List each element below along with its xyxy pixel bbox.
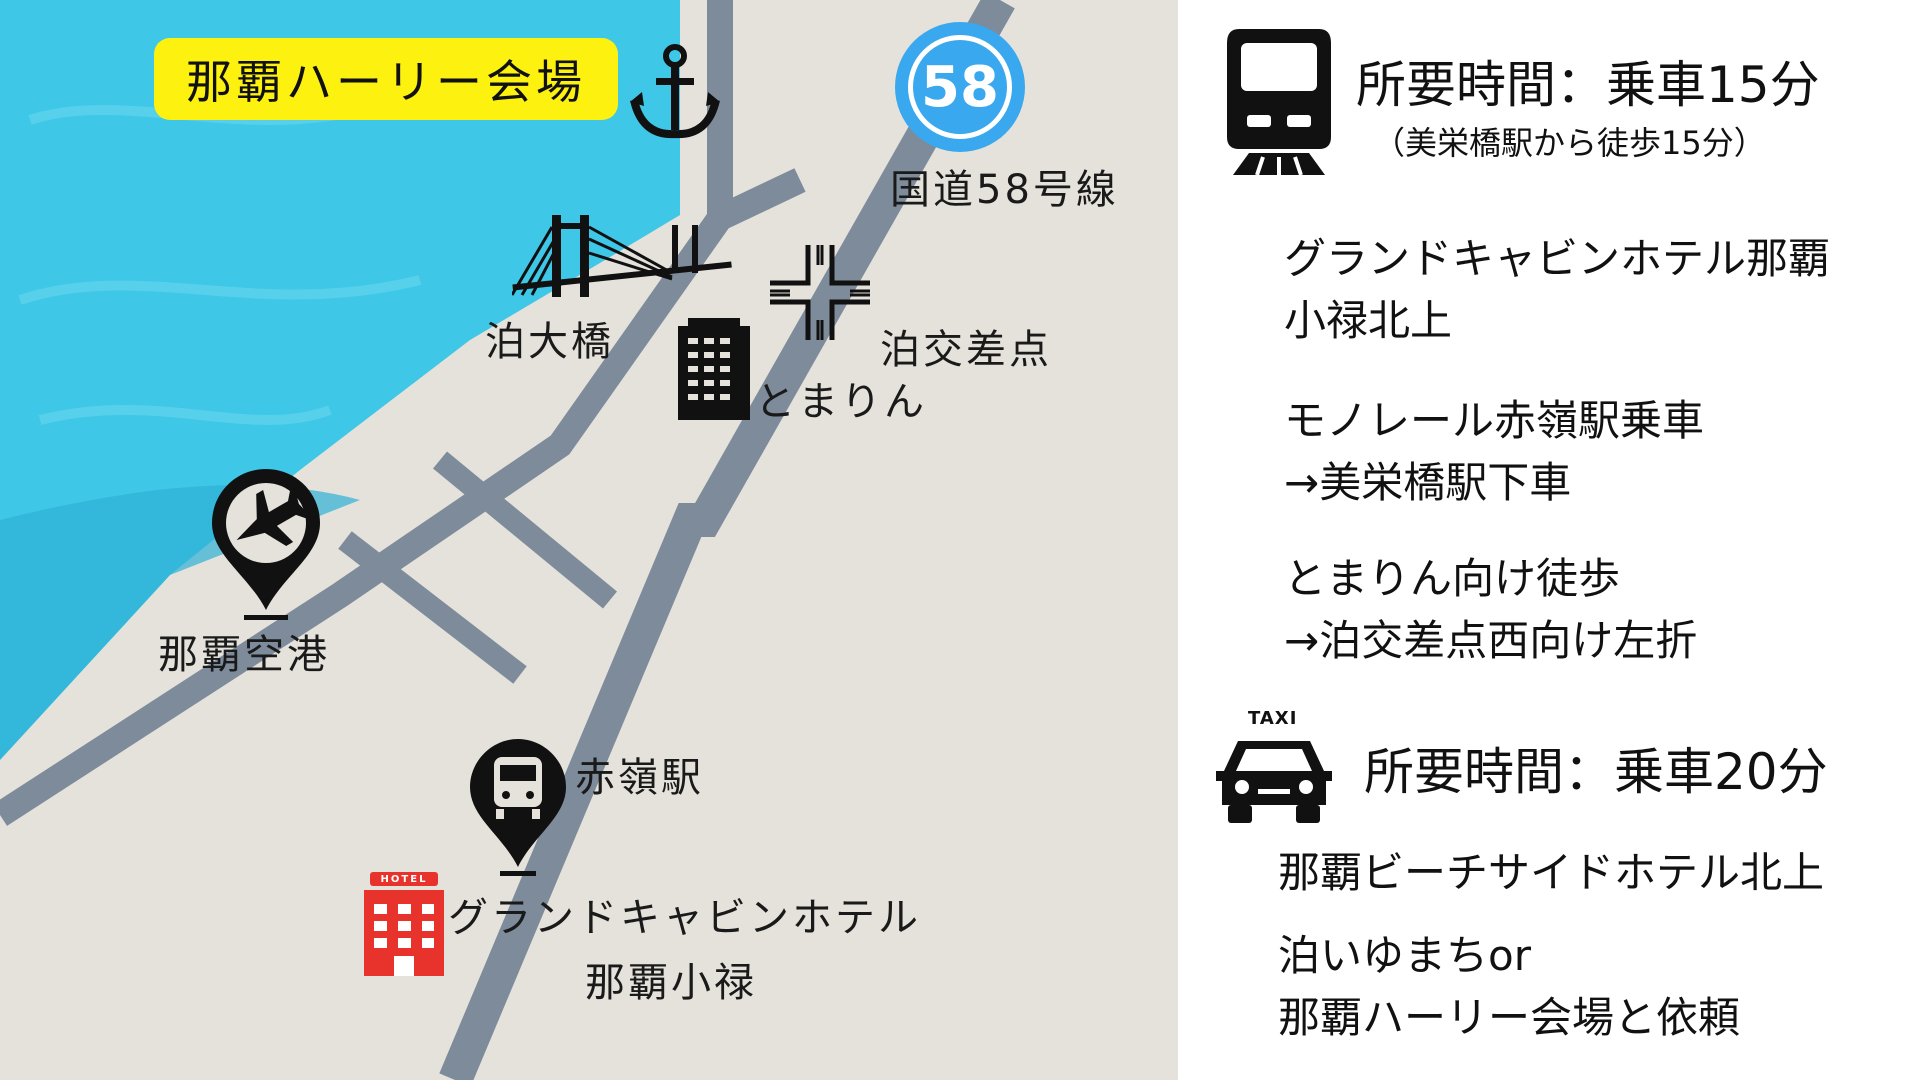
train-icon: [1227, 29, 1331, 175]
anchor-icon: [630, 44, 720, 139]
station-label: 赤嶺駅: [575, 755, 704, 801]
venue-badge: 那覇ハーリー会場: [154, 38, 618, 120]
hotel-sign-text: HOTEL: [380, 873, 428, 885]
route-58-icon: 58: [895, 22, 1025, 152]
road-network: [0, 0, 1015, 1080]
step-line: 那覇ビーチサイドホテル北上: [1278, 848, 1825, 897]
intersection-icon: [770, 245, 870, 340]
monorail-time: 所要時間：乗車15分: [1356, 56, 1820, 114]
map-base: [0, 0, 1015, 1080]
step-line: 小禄北上: [1284, 296, 1453, 345]
road-coastal: [0, 168, 806, 826]
airplane-pin-icon: [212, 469, 320, 620]
taxi-step-2: 泊いゆまちor 那覇ハーリー会場と依頼: [1278, 925, 1740, 1049]
monorail-note: （美栄橋駅から徒歩15分）: [1373, 124, 1766, 162]
step-line: →美栄橋駅下車: [1284, 458, 1572, 507]
taxi-sign: TAXI: [1248, 708, 1298, 729]
route-label: 国道58号線: [890, 167, 1119, 213]
hotel-building: [364, 890, 444, 976]
bridge-label: 泊大橋: [485, 319, 614, 365]
road-link-2: [433, 451, 617, 609]
road-route-58: [439, 0, 1015, 1080]
tomarin-label: とまりん: [755, 379, 927, 425]
step-line: 泊いゆまちor: [1278, 931, 1531, 980]
train-pin-icon: [470, 739, 566, 876]
access-info-panel: 所要時間：乗車15分 （美栄橋駅から徒歩15分） グランドキャビンホテル那覇 小…: [1178, 0, 1920, 1080]
sea-shade: [0, 485, 360, 760]
step-line: とまりん向け徒歩: [1284, 554, 1621, 603]
taxi-step-1: 那覇ビーチサイドホテル北上: [1278, 842, 1824, 904]
step-line: →泊交差点西向け左折: [1284, 616, 1698, 665]
road-link-1: [338, 531, 527, 684]
taxi-time: 所要時間：乗車20分: [1364, 743, 1828, 801]
hotel-sign: HOTEL: [370, 872, 438, 886]
venue-label: 那覇ハーリー会場: [186, 55, 586, 109]
step-line: グランドキャビンホテル那覇: [1284, 234, 1831, 283]
airport-label: 那覇空港: [158, 632, 330, 678]
route-number: 58: [921, 54, 999, 120]
step-line: 那覇ハーリー会場と依頼: [1278, 993, 1741, 1042]
step-line: モノレール赤嶺駅乗車: [1284, 396, 1705, 445]
building-icon: [678, 318, 750, 420]
taxi-icon: [1216, 705, 1332, 823]
monorail-step-3: とまりん向け徒歩 →泊交差点西向け左折: [1284, 548, 1697, 672]
hotel-icon: HOTEL: [360, 872, 448, 976]
map-panel: 那覇ハーリー会場 58 国道58号線 泊大橋: [0, 0, 1178, 1080]
monorail-step-2: モノレール赤嶺駅乗車 →美栄橋駅下車: [1284, 390, 1704, 514]
bridge-icon: [512, 215, 732, 297]
intersection-label: 泊交差点: [880, 327, 1052, 373]
hotel-label-line1: グランドキャビンホテル: [448, 895, 921, 941]
monorail-step-1: グランドキャビンホテル那覇 小禄北上: [1284, 228, 1830, 352]
hotel-label-line2: 那覇小禄: [585, 960, 757, 1006]
